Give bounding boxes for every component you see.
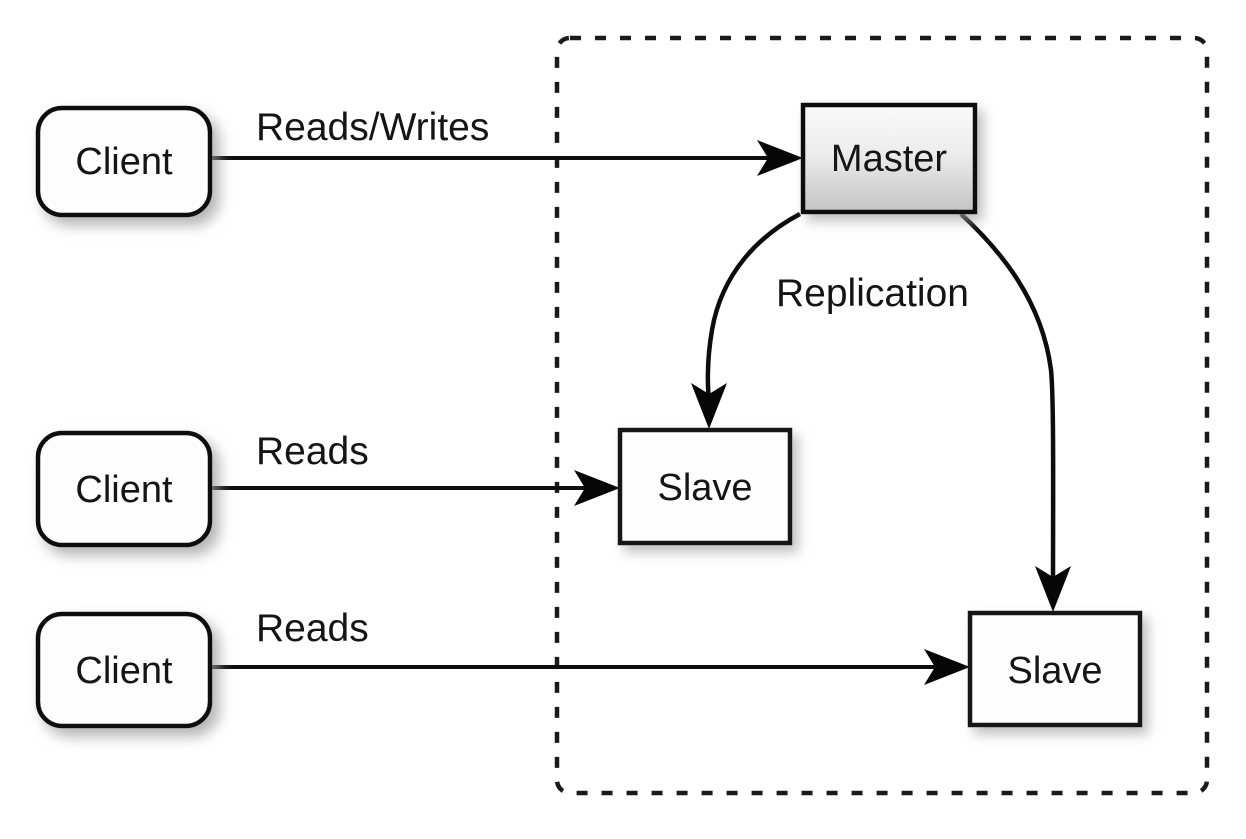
node-slave-upper[interactable] — [617, 427, 793, 546]
database-cluster-boundary — [554, 35, 1210, 796]
edge-master-slave-upper — [691, 212, 802, 429]
client-top-shape — [35, 105, 213, 218]
node-slave-lower[interactable] — [967, 610, 1143, 728]
slave-lower-label: Slave — [1007, 650, 1102, 692]
client-middle-shape — [35, 430, 213, 548]
master-shape — [800, 102, 978, 215]
arrowhead-to-master — [757, 140, 803, 176]
client-middle-label: Client — [75, 469, 173, 511]
arrowhead-to-slave-upper-top — [691, 383, 727, 429]
node-master[interactable] — [800, 102, 978, 215]
edge-label-reads-bottom: Reads — [256, 607, 369, 650]
client-top-label: Client — [75, 141, 173, 183]
edge-label-reads-writes: Reads/Writes — [256, 106, 489, 149]
edge-label-reads-middle: Reads — [256, 430, 369, 473]
node-client-bottom[interactable] — [35, 611, 213, 729]
edge-label-replication: Replication — [776, 272, 969, 315]
node-client-top[interactable] — [35, 105, 213, 218]
slave-upper-label: Slave — [657, 467, 752, 509]
edge-client-bottom-slave-lower — [210, 649, 970, 685]
edge-client-top-master — [210, 140, 803, 176]
curve-line-replication-right — [959, 212, 1056, 589]
arrowhead-to-slave-lower-top — [1035, 566, 1071, 612]
arrowhead-to-slave-lower-side — [924, 649, 970, 685]
arrowhead-to-slave-upper-side — [574, 470, 620, 506]
slave-lower-shape — [967, 610, 1143, 728]
edge-master-slave-lower — [959, 212, 1071, 612]
edge-client-middle-slave-upper — [210, 470, 620, 506]
slave-upper-shape — [617, 427, 793, 546]
client-bottom-label: Client — [75, 650, 173, 692]
node-client-middle[interactable] — [35, 430, 213, 548]
curve-line-replication-left — [705, 212, 802, 405]
master-label: Master — [831, 138, 947, 180]
client-bottom-shape — [35, 611, 213, 729]
